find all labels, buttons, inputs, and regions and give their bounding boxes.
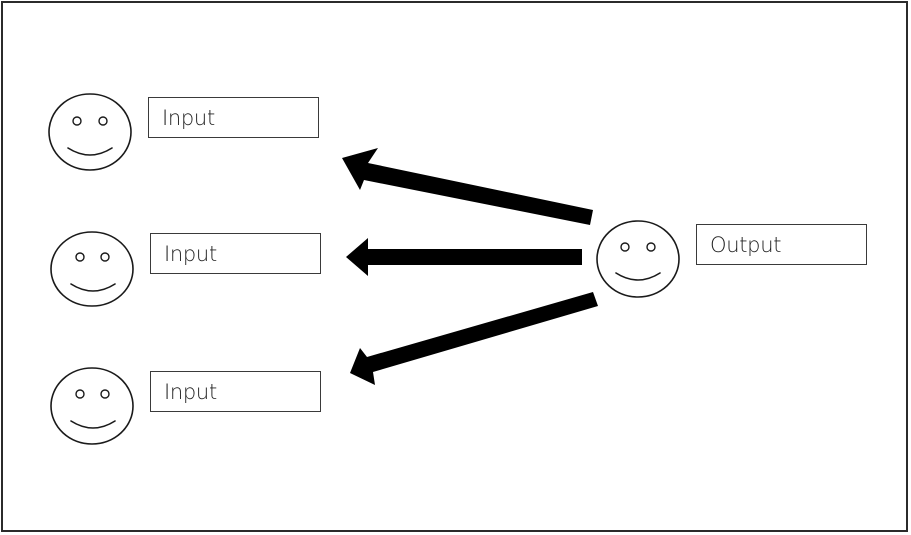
output-label: Output [710, 232, 782, 257]
input-3-smiley-face-icon [50, 367, 134, 445]
input-1-smiley-face-icon [48, 93, 132, 171]
input-2-label: Input [164, 241, 217, 266]
input-2-label-box: Input [150, 233, 321, 274]
arrow-to-input-1 [342, 148, 593, 225]
input-3-label: Input [164, 379, 217, 404]
output-smiley-face-icon [596, 220, 680, 298]
arrow-to-input-3 [350, 292, 598, 385]
arrow-to-input-2 [346, 238, 582, 276]
input-3-label-box: Input [150, 371, 321, 412]
input-1-label-box: Input [148, 97, 319, 138]
input-2-smiley-face-icon [50, 231, 134, 307]
input-1-label: Input [162, 105, 215, 130]
output-label-box: Output [696, 224, 867, 265]
